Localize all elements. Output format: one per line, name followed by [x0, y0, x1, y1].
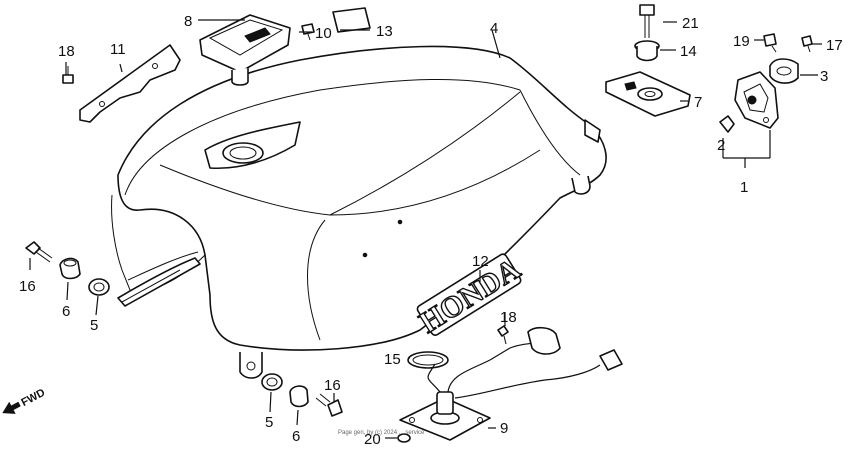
- screw-18-emblem: [497, 325, 509, 345]
- callout-19: 19: [733, 33, 750, 50]
- grommet-5-left: [88, 278, 110, 296]
- forward-arrow-icon: [2, 401, 21, 414]
- knob-3: [769, 58, 799, 84]
- callout-9: 9: [500, 420, 508, 437]
- gasket-15: [407, 351, 449, 369]
- forward-direction-indicator: FWD: [2, 387, 47, 414]
- fuel-cap: [199, 14, 291, 86]
- callout-13: 13: [376, 23, 393, 40]
- callout-1: 1: [740, 179, 748, 196]
- callout-4: 4: [490, 20, 498, 37]
- callout-8: 8: [184, 13, 192, 30]
- fwd-label: FWD: [19, 387, 47, 409]
- clip-2: [719, 115, 735, 133]
- bolt-16-bottom: [315, 393, 343, 417]
- callout-15: 15: [384, 351, 401, 368]
- screw-19: [763, 33, 777, 53]
- fuel-tank: [111, 45, 607, 379]
- callout-17: 17: [826, 37, 843, 54]
- fuel-sender-unit: [399, 326, 623, 441]
- caution-label: [332, 7, 371, 33]
- bolt-16-left: [25, 241, 53, 263]
- grommet-5-bottom: [261, 373, 283, 391]
- callout-labels: 1 2 3 4 5 5 6 6 7 8 9 10 11 12 13 14 15 …: [19, 13, 843, 448]
- callout-6-left: 6: [62, 303, 70, 320]
- callout-18-top: 18: [58, 43, 75, 60]
- callout-20: 20: [364, 431, 381, 448]
- nut-20: [397, 433, 411, 443]
- callout-16-left: 16: [19, 278, 36, 295]
- screw-17: [801, 35, 813, 53]
- callout-11: 11: [110, 41, 126, 58]
- bolt-21: [639, 4, 655, 38]
- callout-5-bottom: 5: [265, 414, 273, 431]
- callout-18-emblem: 18: [500, 309, 517, 326]
- callout-6-bottom: 6: [292, 428, 300, 445]
- callout-3: 3: [820, 68, 828, 85]
- callout-16-bottom: 16: [324, 377, 341, 394]
- callout-5-left: 5: [90, 317, 98, 334]
- fuel-valve-assembly: [734, 71, 779, 129]
- cushion-6-bottom: [289, 385, 309, 408]
- callout-10: 10: [315, 25, 332, 42]
- footer-watermark: Page gen, by (c) 2024 ... service: [338, 430, 425, 436]
- bracket-7: [605, 71, 691, 117]
- callout-14: 14: [680, 43, 697, 60]
- damper-14: [634, 40, 660, 62]
- cushion-6-left: [59, 257, 81, 280]
- bolt-18-top: [62, 66, 74, 84]
- callout-21: 21: [682, 15, 699, 32]
- callout-12: 12: [472, 253, 489, 270]
- side-strip: [79, 44, 181, 123]
- callout-2: 2: [717, 137, 725, 154]
- callout-7: 7: [694, 94, 702, 111]
- leader-lines: [29, 19, 822, 439]
